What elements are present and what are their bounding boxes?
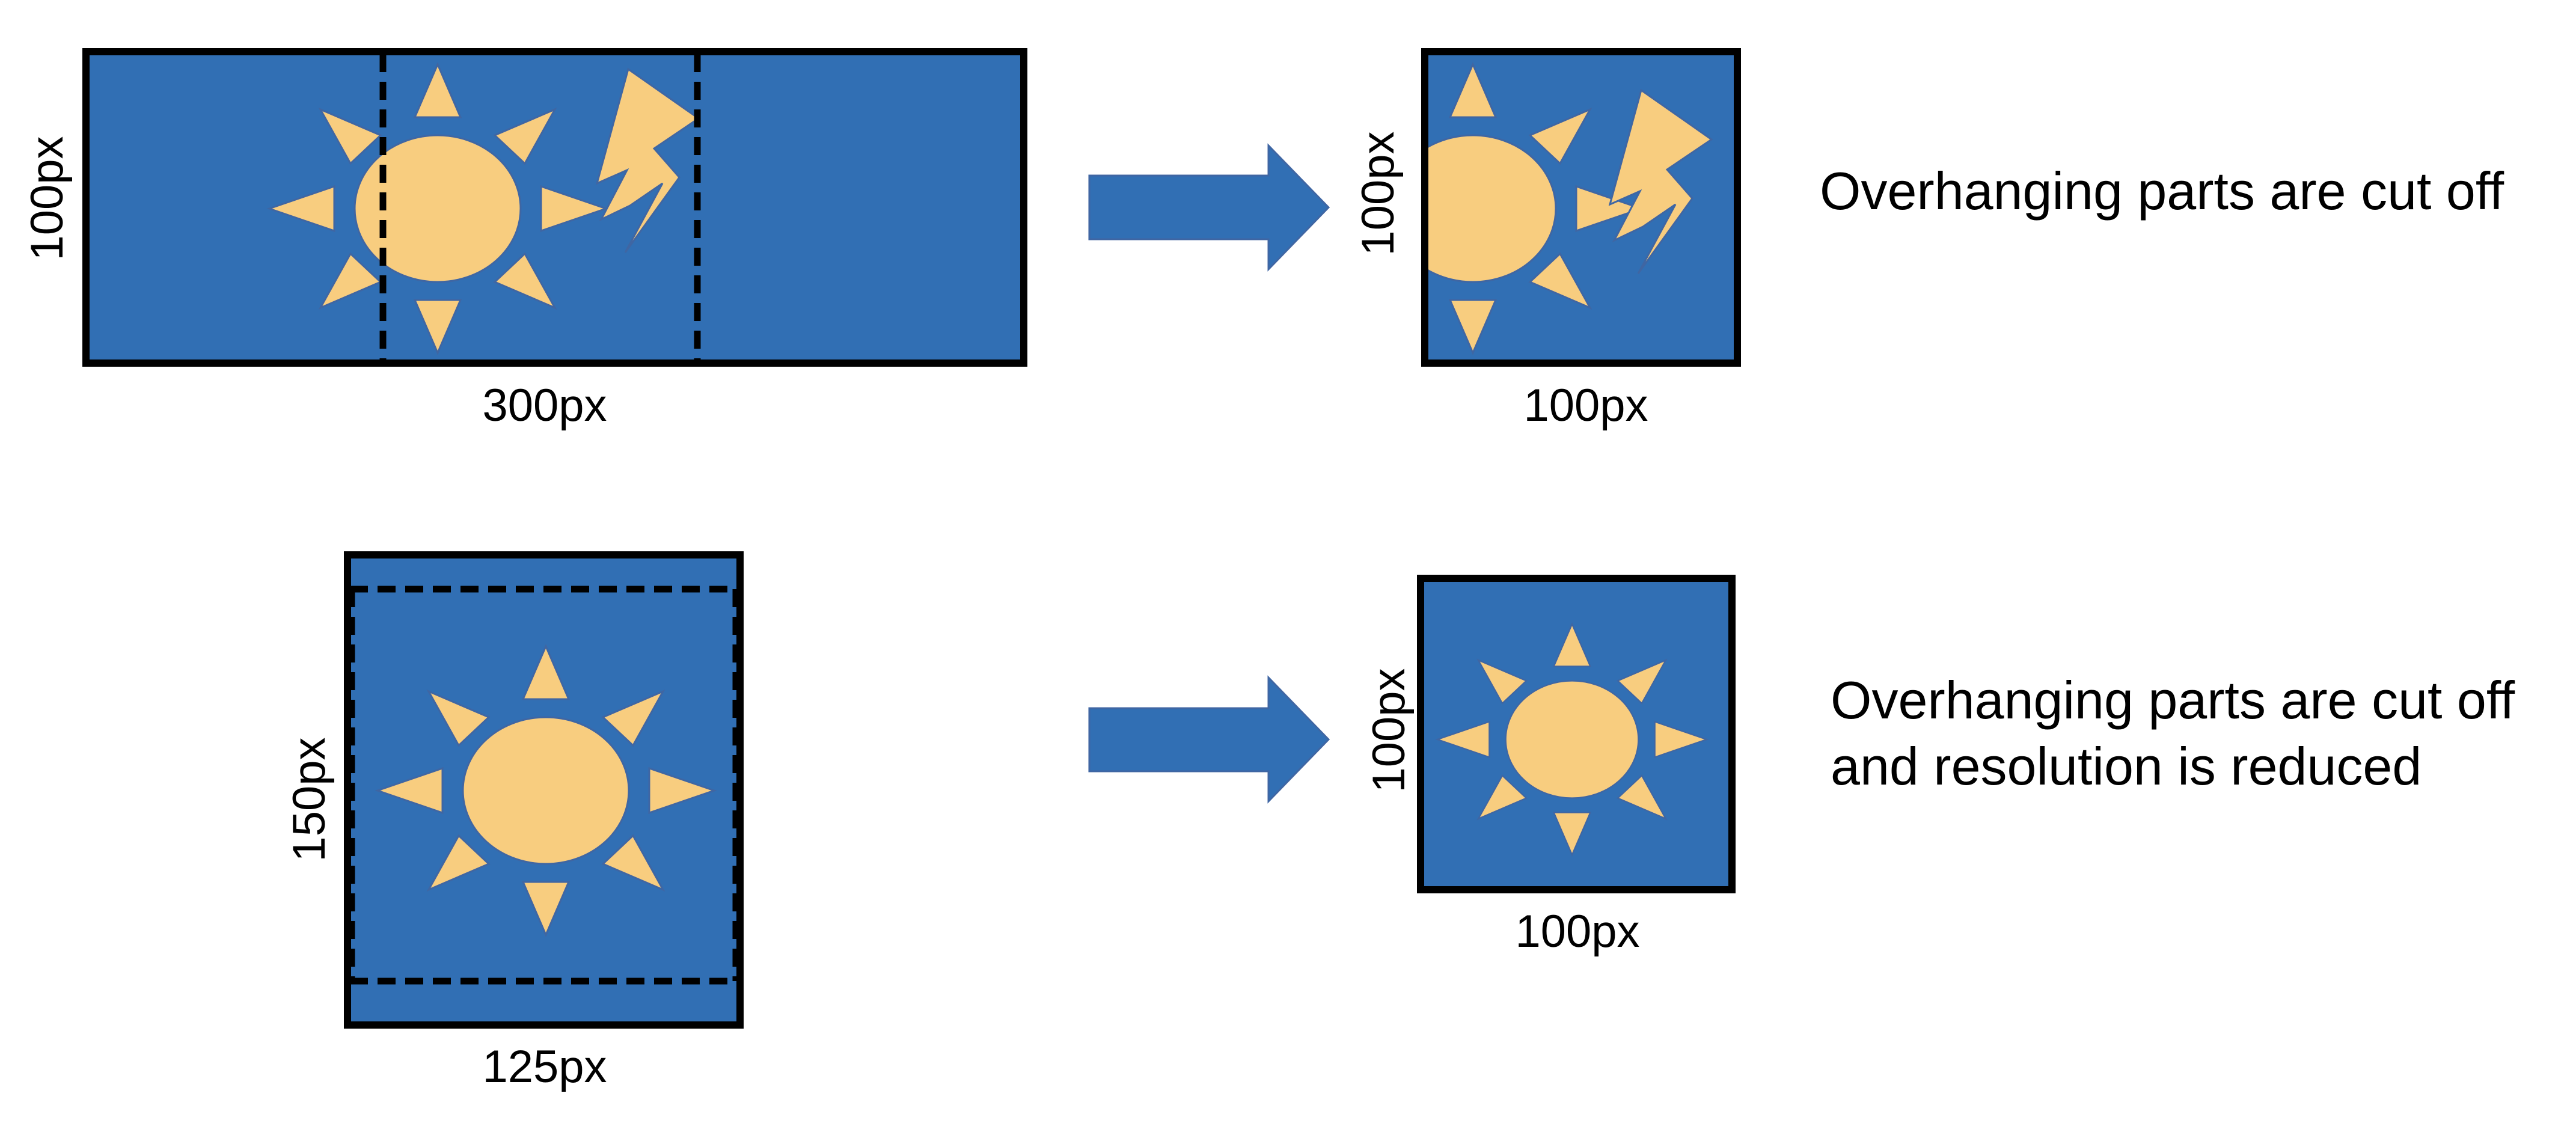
row1-source-width-label: 300px	[482, 380, 607, 431]
row2-source-width-label: 125px	[482, 1041, 607, 1092]
row2-result-image	[1417, 575, 1736, 893]
row1-right-arrow-icon	[1088, 143, 1330, 272]
row1-caption-line-1: Overhanging parts are cut off	[1820, 161, 2504, 221]
row2-result-width-label: 100px	[1515, 906, 1639, 957]
row2-source-image	[344, 551, 744, 1029]
row1-result-height-label: 100px	[1353, 131, 1404, 256]
row1-source-image	[82, 48, 1027, 367]
row2-source-height-label: 150px	[284, 737, 335, 861]
row1-caption: Overhanging parts are cut off	[1820, 161, 2504, 221]
row1-result-image	[1421, 48, 1741, 367]
row2-result-height-label: 100px	[1363, 668, 1415, 792]
row1-result-width-label: 100px	[1523, 380, 1648, 431]
lightning-icon	[1608, 88, 1713, 274]
lightning-icon	[595, 67, 700, 253]
row2-caption: Overhanging parts are cut off and resolu…	[1831, 670, 2530, 796]
row2-right-arrow-icon	[1088, 675, 1330, 804]
row2-caption-line-1: Overhanging parts are cut off	[1831, 670, 2515, 730]
row2-caption-line-2: and resolution is reduced	[1831, 736, 2422, 796]
row1-source-height-label: 100px	[22, 136, 73, 260]
